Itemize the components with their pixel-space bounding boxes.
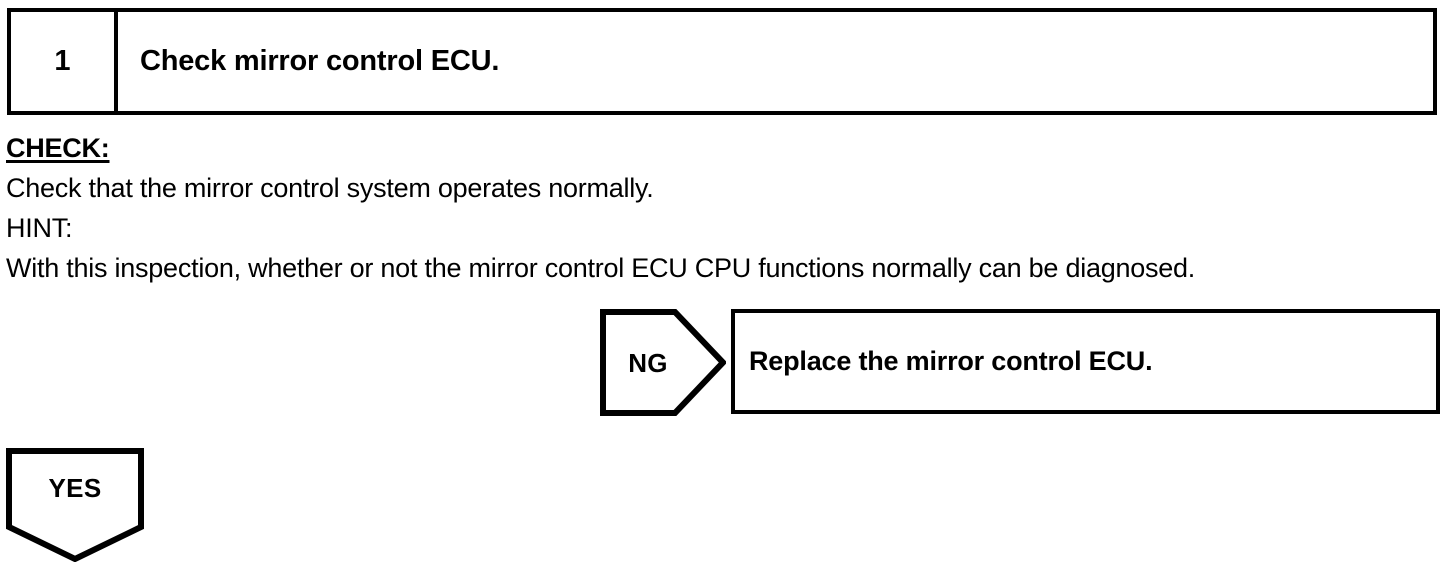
ng-label: NG [628,347,668,378]
yes-label: YES [48,473,102,503]
ng-arrow-icon [600,309,726,416]
ng-result-text: Replace the mirror control ECU. [749,346,1153,376]
step-number: 1 [54,45,71,77]
check-label: CHECK: [6,133,110,163]
step-header-table: 1 Check mirror control ECU. [7,8,1437,115]
yes-branch-arrow: YES [5,447,145,562]
hint-text: With this inspection, whether or not the… [6,253,1196,283]
step-number-cell: 1 [11,12,118,111]
ng-branch-arrow: NG [600,309,726,416]
check-text: Check that the mirror control system ope… [6,173,654,203]
step-body: CHECK: Check that the mirror control sys… [6,128,1446,288]
hint-label: HINT: [6,213,73,243]
ng-result-box: Replace the mirror control ECU. [731,309,1440,414]
step-title-cell: Check mirror control ECU. [118,12,1433,111]
step-title: Check mirror control ECU. [140,45,500,77]
yes-arrow-icon [6,448,144,562]
